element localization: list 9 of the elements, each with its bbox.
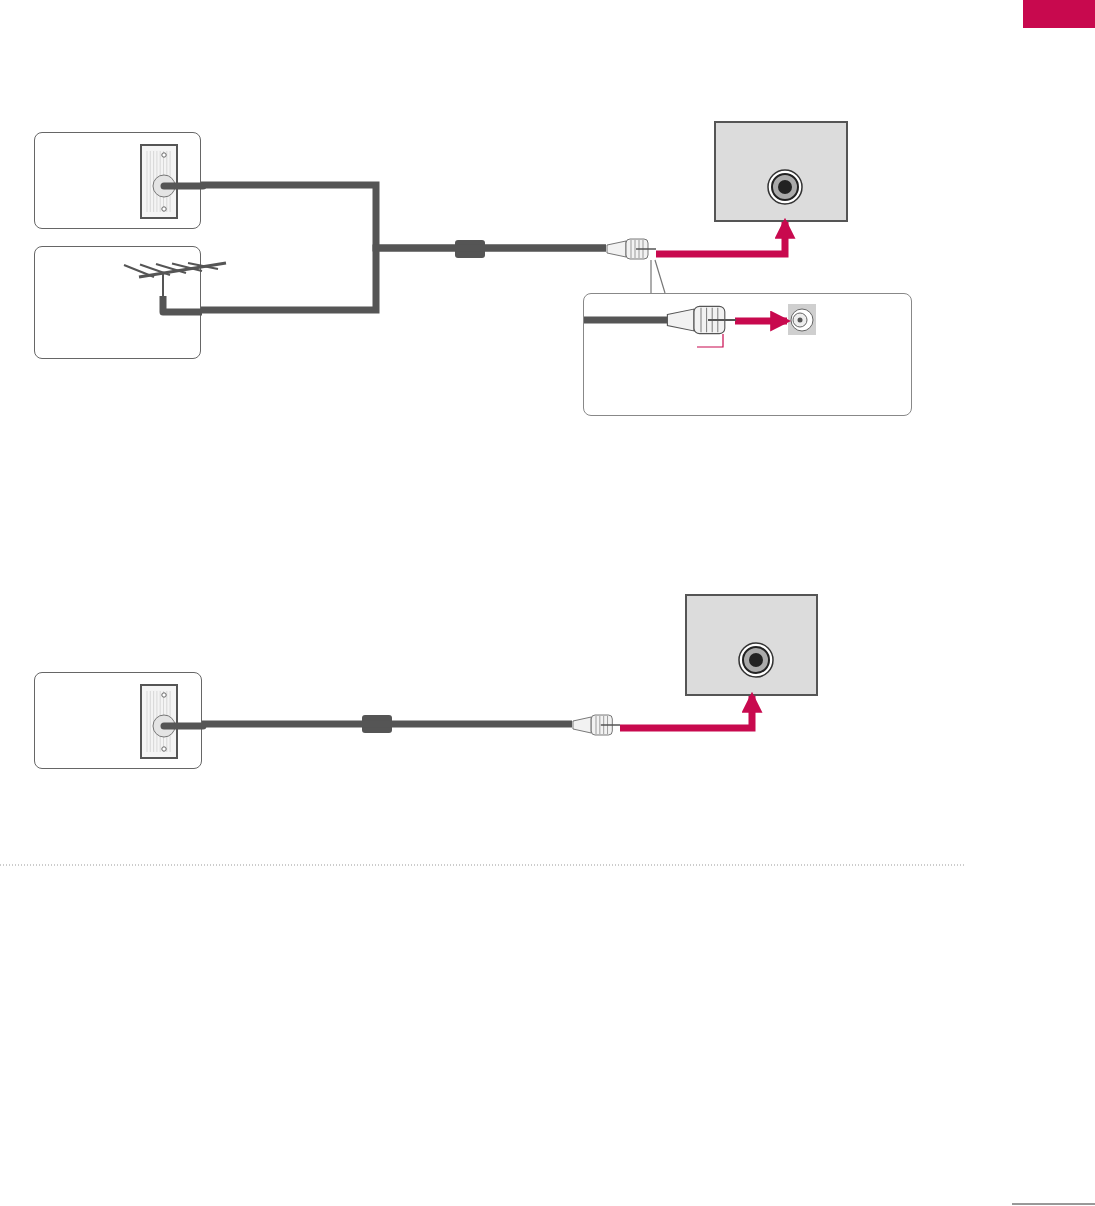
coax-plug [666, 305, 736, 335]
leader-line [696, 333, 724, 348]
leader-line [650, 259, 666, 294]
input-panel [685, 594, 818, 696]
detail-inset [583, 293, 912, 416]
coax-jack [788, 304, 816, 335]
coax-plug [606, 238, 656, 260]
coax-plug [572, 714, 620, 736]
input-panel [714, 121, 848, 222]
